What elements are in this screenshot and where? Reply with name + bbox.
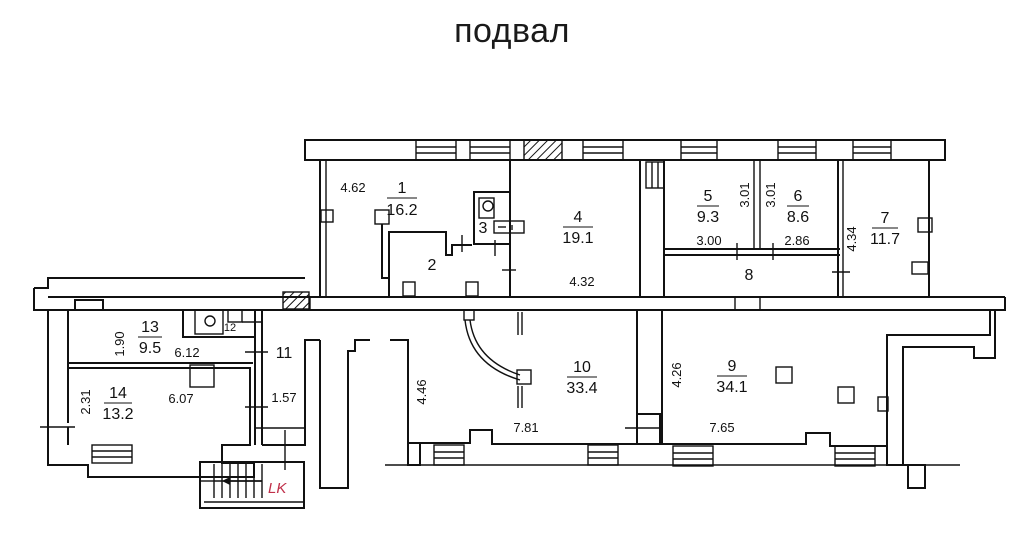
pillar bbox=[402, 281, 416, 297]
svg-text:11.7: 11.7 bbox=[870, 231, 900, 248]
svg-text:16.2: 16.2 bbox=[386, 202, 417, 219]
room-1-walls bbox=[320, 160, 472, 297]
room-label-6: 6 8.6 bbox=[787, 188, 809, 226]
svg-text:19.1: 19.1 bbox=[562, 230, 593, 247]
svg-text:14: 14 bbox=[109, 385, 127, 402]
room-9-walls bbox=[661, 310, 996, 489]
window bbox=[433, 444, 465, 466]
dim-room14-width: 6.07 bbox=[168, 391, 193, 406]
svg-text:4: 4 bbox=[574, 209, 583, 226]
svg-text:1: 1 bbox=[398, 180, 407, 197]
window bbox=[777, 139, 817, 161]
pillar bbox=[465, 281, 479, 297]
svg-text:13: 13 bbox=[141, 319, 159, 336]
svg-text:6: 6 bbox=[794, 188, 803, 205]
left-block-walls bbox=[33, 288, 320, 478]
room-label-4: 4 19.1 bbox=[562, 209, 593, 247]
svg-text:10: 10 bbox=[573, 359, 591, 376]
svg-text:8.6: 8.6 bbox=[787, 209, 809, 226]
svg-text:5: 5 bbox=[704, 188, 713, 205]
upper-outer-wall bbox=[304, 139, 946, 297]
window bbox=[672, 445, 714, 467]
svg-text:13.2: 13.2 bbox=[102, 406, 133, 423]
room-label-12: 12 bbox=[224, 322, 236, 334]
window bbox=[834, 445, 876, 467]
svg-text:9.5: 9.5 bbox=[139, 340, 161, 357]
dim-room11-width: 1.57 bbox=[271, 390, 296, 405]
room-label-2: 2 bbox=[428, 257, 437, 274]
hatched-vent bbox=[523, 139, 563, 161]
room-label-13: 13 9.5 bbox=[138, 319, 162, 357]
dim-room10-width: 7.81 bbox=[513, 420, 538, 435]
vent-grille bbox=[645, 161, 665, 189]
dim-room6-height: 3.01 bbox=[763, 182, 778, 207]
hatched-vent bbox=[282, 291, 310, 310]
dim-room1-height: 4.62 bbox=[340, 180, 365, 195]
dim-room9-width: 7.65 bbox=[709, 420, 734, 435]
window bbox=[469, 139, 511, 161]
room-label-14: 14 13.2 bbox=[102, 385, 133, 423]
dim-room9-height: 4.26 bbox=[669, 362, 684, 387]
stairs bbox=[199, 430, 305, 509]
window bbox=[91, 444, 133, 464]
window bbox=[852, 139, 892, 161]
dim-room13-height: 1.90 bbox=[112, 331, 127, 356]
room-label-7: 7 11.7 bbox=[870, 210, 900, 248]
dim-room4-width: 4.32 bbox=[569, 274, 594, 289]
room-label-8: 8 bbox=[745, 267, 754, 284]
room-label-5: 5 9.3 bbox=[697, 188, 719, 226]
plan-title: подвал bbox=[454, 12, 570, 50]
dim-room14-height: 2.31 bbox=[78, 389, 93, 414]
window bbox=[680, 139, 718, 161]
corridor-band bbox=[34, 277, 1006, 311]
room-label-9: 9 34.1 bbox=[716, 358, 747, 396]
window bbox=[415, 139, 457, 161]
svg-text:34.1: 34.1 bbox=[716, 379, 747, 396]
room-label-11: 11 bbox=[276, 345, 293, 362]
svg-text:33.4: 33.4 bbox=[566, 380, 597, 397]
rooms-5-8-walls bbox=[663, 160, 933, 297]
room-label-3: 3 bbox=[479, 220, 488, 237]
room-label-10: 10 33.4 bbox=[566, 359, 597, 397]
room-12-wc bbox=[182, 309, 262, 338]
dim-room10-height: 4.46 bbox=[414, 379, 429, 404]
svg-text:7: 7 bbox=[881, 210, 890, 227]
dim-room5-height: 3.01 bbox=[737, 182, 752, 207]
window bbox=[587, 444, 619, 466]
stair-annotation: LK bbox=[268, 480, 287, 497]
dim-room6-width: 2.86 bbox=[784, 233, 809, 248]
dim-room5-width: 3.00 bbox=[696, 233, 721, 248]
window bbox=[582, 139, 624, 161]
svg-text:9.3: 9.3 bbox=[697, 209, 719, 226]
dim-room7-height: 4.34 bbox=[844, 226, 859, 251]
svg-text:9: 9 bbox=[728, 358, 737, 375]
room-label-1: 1 16.2 bbox=[386, 180, 417, 219]
dim-room13-width: 6.12 bbox=[174, 345, 199, 360]
